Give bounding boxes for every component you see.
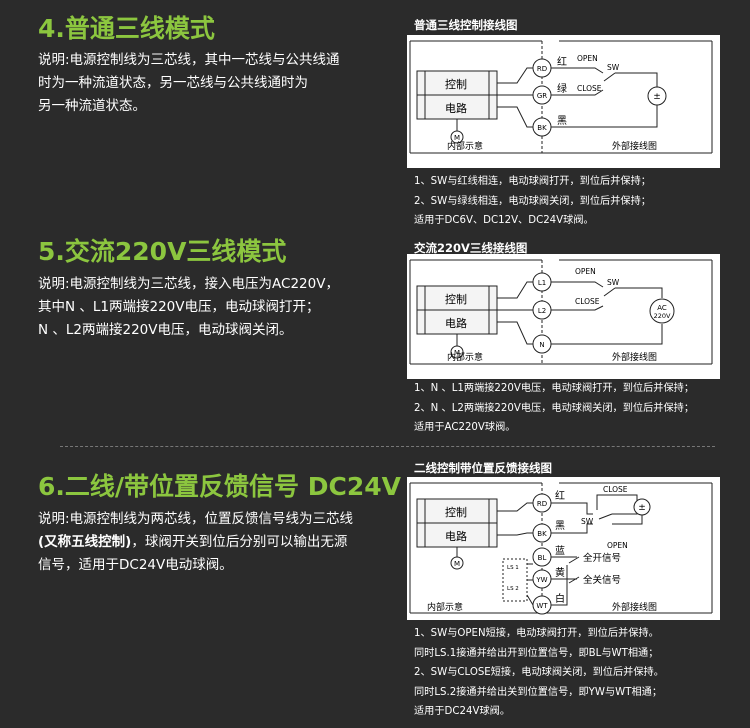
diagram-4-notes: 1、SW与红线相连，电动球阀打开，到位后并保持； 2、SW与绿线相连，电动球阀关… xyxy=(414,176,651,226)
voltage-label: 220V xyxy=(654,312,671,320)
control-label: 控制 xyxy=(445,292,467,306)
full-open-signal-label: 全开信号 xyxy=(583,552,621,564)
diagram-5-notes: 1、N 、L1两端接220V电压，电动球阀打开，到位后并保持； 2、N 、L2两… xyxy=(414,383,695,433)
sw-label: SW xyxy=(607,63,620,72)
terminal-l1: L1 xyxy=(538,279,546,287)
open-label: OPEN xyxy=(575,267,596,276)
motor-label: M xyxy=(454,560,460,568)
section-6-title: 6.二线/带位置反馈信号 DC24V xyxy=(38,472,401,501)
internal-label: 内部示意 xyxy=(447,351,483,363)
circuit-label: 电路 xyxy=(445,530,467,543)
ac-label: AC xyxy=(657,304,667,312)
sw-label: SW xyxy=(581,517,594,526)
motor-label: M xyxy=(454,349,460,357)
diagram-6-wiring: 控制 电路 RD BK BL YW WT M LS 1 LS 2 红 黑 蓝 黄… xyxy=(407,477,720,620)
terminal-l2: L2 xyxy=(538,307,546,315)
terminal-bl: BL xyxy=(538,554,547,562)
motor-label: M xyxy=(454,134,460,142)
diagram-4-wiring: 控制 电路 RD GR BK M 红 绿 黑 OPEN CLOSE SW ± 内… xyxy=(407,35,720,168)
wire-blue: 蓝 xyxy=(555,545,565,557)
close-label: CLOSE xyxy=(603,485,628,494)
power-icon: ± xyxy=(638,503,646,513)
terminal-bk: BK xyxy=(537,124,547,132)
external-label: 外部接线图 xyxy=(612,140,657,152)
sw-label: SW xyxy=(607,278,620,287)
wire-yellow: 黄 xyxy=(555,566,565,579)
terminal-n: N xyxy=(539,341,544,349)
internal-label: 内部示意 xyxy=(427,601,463,613)
section-4-title: 4.普通三线模式 xyxy=(38,14,215,43)
section-4-description: 说明:电源控制线为三芯线，其中一芯线与公共线通 时为一种流道状态，另一芯线与公共… xyxy=(38,52,340,114)
diagram-5-wiring: 控制 电路 L1 L2 N M OPEN CLOSE SW AC 220V 内部… xyxy=(407,254,720,379)
diagram-6-title: 二线控制带位置反馈接线图 xyxy=(414,461,552,475)
circuit-label: 电路 xyxy=(445,102,467,115)
diagram-5-title: 交流220V三线接线图 xyxy=(414,241,528,255)
external-label: 外部接线图 xyxy=(612,601,657,613)
open-label: OPEN xyxy=(577,54,598,63)
terminal-rd: RD xyxy=(537,65,547,73)
power-icon: ± xyxy=(653,92,661,102)
section-divider xyxy=(60,446,715,447)
diagram-6-notes: 1、SW与OPEN短接，电动球阀打开，到位后并保持。 同时LS.1接通并给出开到… xyxy=(414,628,664,717)
section-6-description: 说明:电源控制线为两芯线，位置反馈信号线为三芯线 (又称五线控制)，球阀开关到位… xyxy=(38,511,354,573)
close-label: CLOSE xyxy=(577,84,602,93)
terminal-yw: YW xyxy=(535,576,547,584)
control-label: 控制 xyxy=(445,77,467,91)
ls2-label: LS 2 xyxy=(507,586,519,592)
terminal-gr: GR xyxy=(537,92,547,100)
terminal-rd: RD xyxy=(537,500,547,508)
control-label: 控制 xyxy=(445,505,467,519)
wire-green: 绿 xyxy=(557,82,567,95)
wire-white: 白 xyxy=(555,592,565,605)
external-label: 外部接线图 xyxy=(612,351,657,363)
open-label: OPEN xyxy=(607,541,628,550)
circuit-label: 电路 xyxy=(445,317,467,330)
section-5-description: 说明:电源控制线为三芯线，接入电压为AC220V， 其中N 、L1两端接220V… xyxy=(38,276,339,338)
diagram-4-title: 普通三线控制接线图 xyxy=(414,18,518,32)
section-5-title: 5.交流220V三线模式 xyxy=(38,237,287,266)
wire-black: 黑 xyxy=(557,115,567,127)
full-close-signal-label: 全关信号 xyxy=(583,574,621,586)
ls1-label: LS 1 xyxy=(507,565,519,571)
wire-red: 红 xyxy=(555,489,565,502)
terminal-bk: BK xyxy=(537,530,547,538)
close-label: CLOSE xyxy=(575,297,600,306)
wire-black: 黑 xyxy=(555,520,565,532)
terminal-wt: WT xyxy=(536,602,548,610)
wire-red: 红 xyxy=(557,55,567,68)
internal-label: 内部示意 xyxy=(447,140,483,152)
